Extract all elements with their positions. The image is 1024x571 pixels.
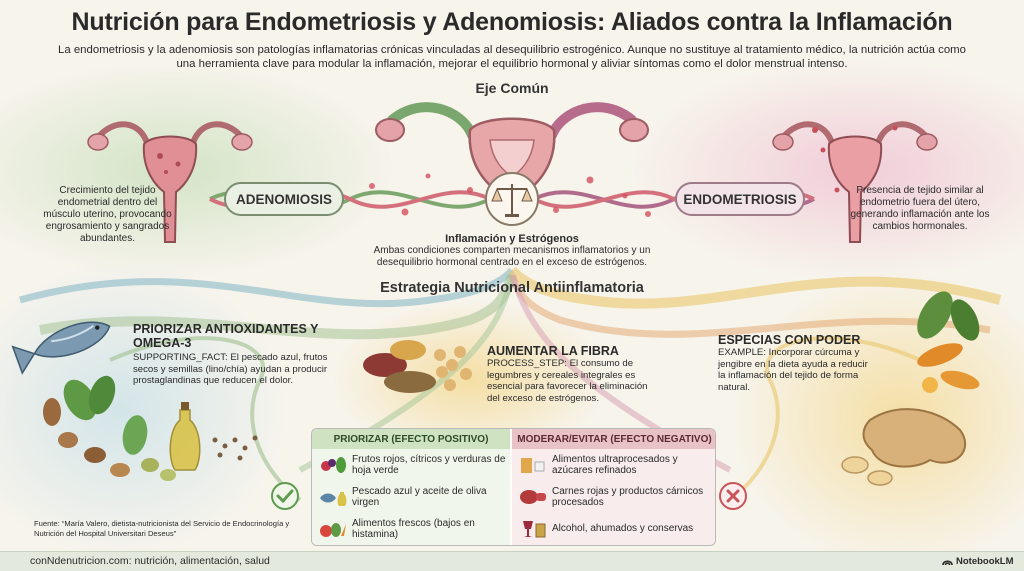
- fresh-vegetables-icon: [320, 523, 346, 537]
- alcohol-icon: [523, 521, 546, 538]
- negative-row: Carnes rojas y productos cárnicos proces…: [512, 481, 715, 513]
- intro-text: La endometriosis y la adenomiosis son pa…: [58, 44, 966, 70]
- check-icon: [271, 482, 299, 510]
- negative-item: Alcohol, ahumados y conservas: [552, 523, 694, 535]
- positive-item: Frutos rojos, cítricos y verduras de hoj…: [352, 453, 506, 477]
- greens-and-nuts-illustration: [43, 375, 258, 481]
- strategy-title: Estrategia Nutricional Antiinflamatoria: [380, 280, 644, 296]
- fish-oil-icon: [320, 492, 347, 506]
- endometriosis-description: Presencia de tejido similar al endometri…: [850, 185, 990, 232]
- legumes-grains-illustration: [363, 340, 472, 393]
- source-citation: Fuente: “María Valero, dietista-nutricio…: [34, 519, 290, 538]
- negative-row: Alimentos ultraprocesados y azúcares ref…: [512, 449, 715, 481]
- berries-icon: [321, 457, 346, 473]
- adenomiosis-description: Crecimiento del tejido endometrial dentr…: [43, 185, 172, 244]
- negative-item: Alimentos ultraprocesados y azúcares ref…: [552, 453, 678, 477]
- footer-bar: [0, 551, 1024, 571]
- footer-text: conNdenutricion.com: nutrición, alimenta…: [30, 555, 270, 567]
- omega3-body: SUPPORTING_FACT: El pescado azul, frutos…: [133, 352, 328, 386]
- center-title: Inflamación y Estrógenos: [445, 233, 579, 245]
- positive-column: PRIORIZAR (EFECTO POSITIVO) Frutos rojos…: [312, 429, 510, 545]
- negative-item: Carnes rojas y productos cárnicos proces…: [552, 485, 704, 509]
- uterus-center-illustration: [375, 102, 649, 222]
- negative-header: MODERAR/EVITAR (EFECTO NEGATIVO): [512, 429, 715, 449]
- uterus-right-illustration: [772, 121, 938, 243]
- balance-scale-icon: [485, 172, 539, 226]
- fiber-body: PROCESS_STEP: El consumo de legumbres y …: [487, 358, 648, 404]
- positive-item: Pescado azul y aceite de oliva virgen: [352, 485, 487, 509]
- brand-logo: NotebookLM: [942, 556, 1014, 567]
- positive-item: Alimentos frescos (bajos en histamina): [352, 517, 475, 541]
- spices-body: EXAMPLE: Incorporar cúrcuma y jengibre e…: [718, 347, 868, 393]
- positive-row: Frutos rojos, cítricos y verduras de hoj…: [312, 449, 510, 481]
- fiber-title: AUMENTAR LA FIBRA: [487, 344, 619, 358]
- notebooklm-icon: [942, 560, 953, 566]
- positive-header: PRIORIZAR (EFECTO POSITIVO): [312, 429, 510, 449]
- processed-food-icon: [521, 458, 545, 473]
- negative-column: MODERAR/EVITAR (EFECTO NEGATIVO) Aliment…: [512, 429, 715, 545]
- red-meat-icon: [520, 490, 546, 504]
- turmeric-ginger-illustration: [841, 291, 980, 486]
- close-icon: [719, 482, 747, 510]
- axis-title: Eje Común: [475, 80, 549, 96]
- brand-name: NotebookLM: [956, 556, 1014, 567]
- fish-illustration: [11, 321, 111, 375]
- negative-row: Alcohol, ahumados y conservas: [512, 513, 715, 545]
- omega3-title: PRIORIZAR ANTIOXIDANTES Y OMEGA-3: [133, 322, 319, 350]
- uterus-left-illustration: [87, 121, 253, 243]
- adenomiosis-label: ADENOMIOSIS: [224, 182, 344, 216]
- page-title: Nutrición para Endometriosis y Adenomios…: [71, 8, 953, 36]
- food-comparison-table: PRIORIZAR (EFECTO POSITIVO) Frutos rojos…: [311, 428, 716, 546]
- endometriosis-label: ENDOMETRIOSIS: [675, 182, 805, 216]
- positive-row: Pescado azul y aceite de oliva virgen: [312, 481, 510, 513]
- positive-row: Alimentos frescos (bajos en histamina): [312, 513, 510, 545]
- center-description: Ambas condiciones comparten mecanismos i…: [373, 245, 651, 268]
- spices-title: ESPECIAS CON PODER: [718, 333, 861, 347]
